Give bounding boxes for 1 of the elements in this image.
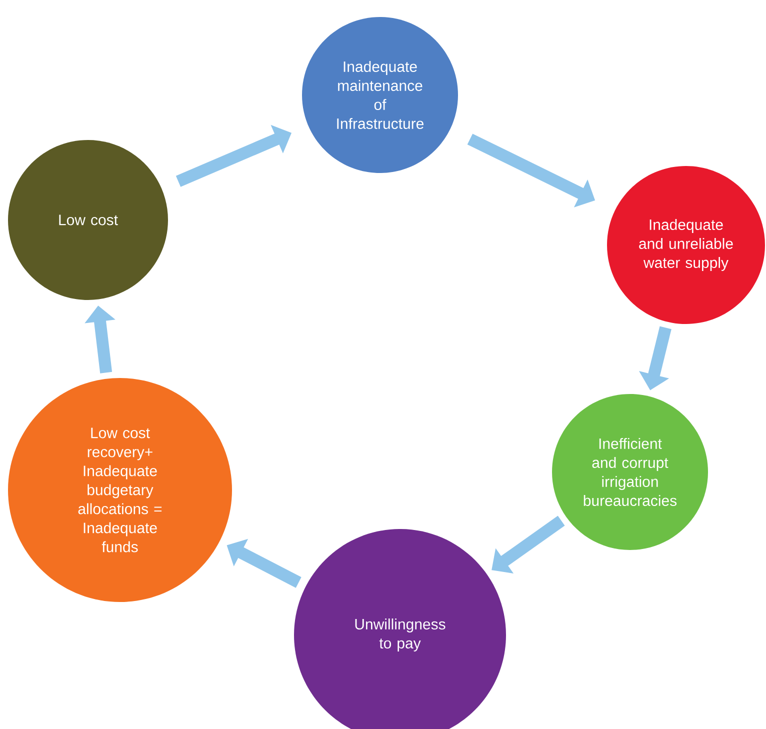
block-arrow <box>492 516 565 574</box>
